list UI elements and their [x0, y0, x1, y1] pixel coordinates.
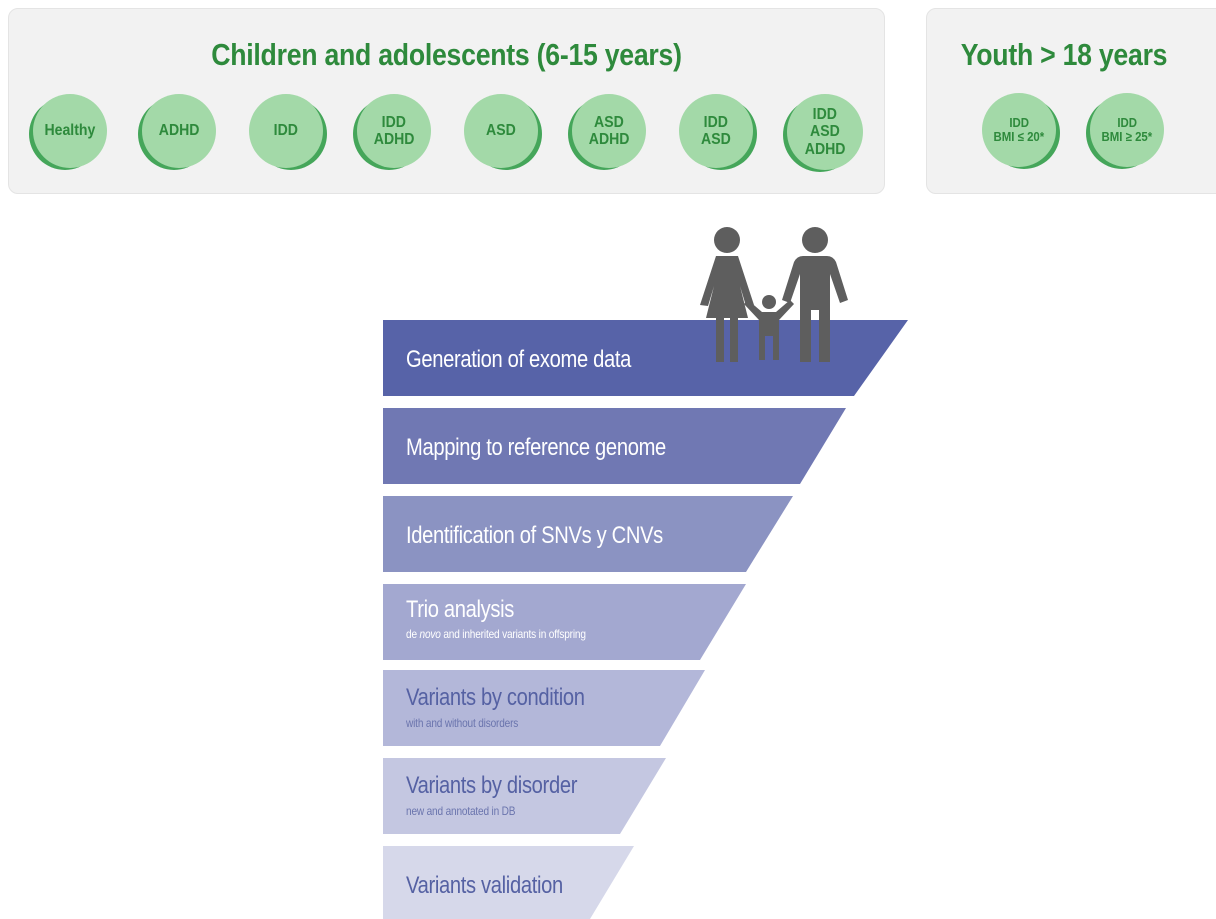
category-idd: IDD [249, 94, 323, 168]
category-label: IDD [1117, 114, 1137, 130]
funnel-band-2 [383, 408, 846, 484]
category-label: IDD [381, 113, 407, 131]
family-icon [700, 227, 848, 362]
category-label: Healthy [44, 122, 96, 140]
category-label: IDD [703, 113, 729, 131]
category-asd: ASD [464, 94, 538, 168]
category-label: ASD [594, 113, 624, 131]
funnel-band-5 [383, 670, 705, 746]
category-idd-asd: IDD ASD [679, 94, 753, 168]
step-5-title: Variants by condition [406, 684, 585, 711]
funnel-band-4 [383, 584, 746, 660]
step-7-title: Variants validation [406, 872, 563, 899]
category-label: BMI ≥ 25* [1101, 129, 1153, 144]
subtitle-part: de [406, 627, 420, 641]
youth-panel: Youth > 18 years IDD BMI ≤ 20* IDD BMI ≥… [926, 8, 1216, 194]
category-asd-adhd: ASD ADHD [572, 94, 646, 168]
funnel-band-6 [383, 758, 666, 834]
step-5-subtitle: with and without disorders [406, 716, 519, 730]
category-label: IDD [273, 122, 299, 140]
category-healthy: Healthy [33, 94, 107, 168]
subtitle-part-italic: novo [419, 627, 441, 641]
step-6-title: Variants by disorder [406, 772, 578, 799]
funnel-band-7 [383, 846, 634, 919]
category-adhd: ADHD [142, 94, 216, 168]
category-label: ADHD [373, 131, 415, 148]
category-label: ADHD [158, 122, 200, 140]
step-4-subtitle: de novo and inherited variants in offspr… [406, 627, 586, 641]
funnel-band-3 [383, 496, 793, 572]
step-2-title: Mapping to reference genome [406, 434, 666, 461]
category-label: BMI ≤ 20* [993, 129, 1045, 144]
category-idd-adhd: IDD ADHD [357, 94, 431, 168]
step-3-title: Identification of SNVs y CNVs [406, 522, 663, 549]
youth-panel-title: Youth > 18 years [960, 37, 1168, 72]
step-4-title: Trio analysis [406, 596, 515, 623]
category-label: ADHD [804, 140, 846, 158]
children-panel: Children and adolescents (6-15 years) He… [8, 8, 885, 194]
step-1-title: Generation of exome data [406, 346, 632, 373]
category-label: ASD [810, 123, 840, 141]
category-label: IDD [1009, 114, 1029, 130]
category-label: ADHD [588, 131, 630, 148]
children-panel-title: Children and adolescents (6-15 years) [211, 37, 682, 72]
category-label: ASD [486, 122, 516, 140]
category-idd-asd-adhd: IDD ASD ADHD [787, 94, 863, 170]
category-idd-bmi-high: IDD BMI ≥ 25* [1090, 93, 1164, 167]
category-label: IDD [812, 106, 838, 124]
subtitle-part: and inherited variants in offspring [440, 627, 586, 641]
category-label: ASD [701, 131, 731, 148]
category-idd-bmi-low: IDD BMI ≤ 20* [982, 93, 1056, 167]
step-6-subtitle: new and annotated in DB [406, 804, 516, 818]
